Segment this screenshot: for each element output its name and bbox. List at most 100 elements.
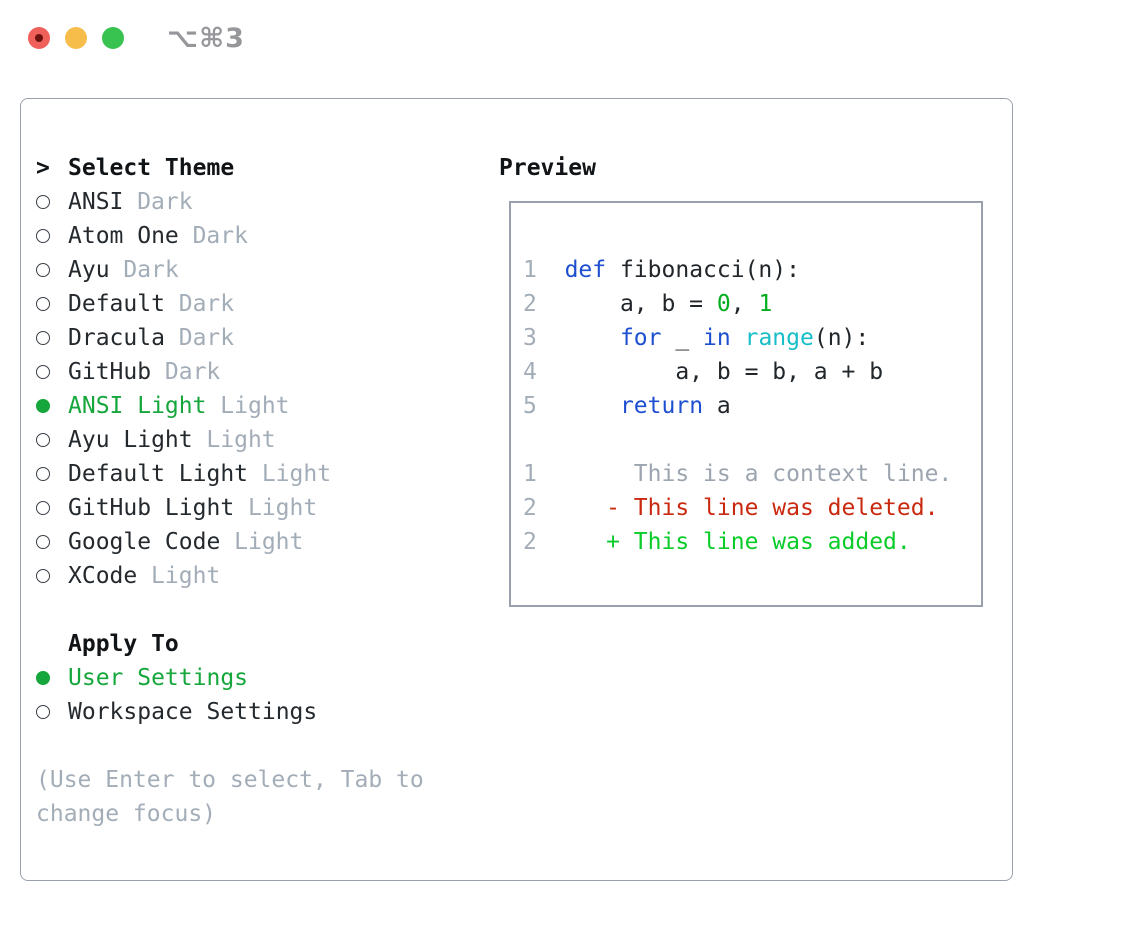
apply-option-workspace-settings[interactable]: Workspace Settings — [36, 695, 438, 729]
option-label: Workspace Settings — [68, 699, 318, 725]
option-label: Ayu Light — [68, 427, 193, 453]
theme-option-ansi-light[interactable]: ANSI Light Light — [36, 389, 438, 423]
code-token-lineno: 1 — [523, 461, 537, 487]
code-token-keyword: for — [619, 325, 662, 351]
option-tag: Light — [220, 393, 290, 419]
option-tag: Light — [261, 461, 332, 487]
code-line: 2 - This line was deleted. — [523, 491, 981, 525]
radio-unselected-icon — [36, 467, 68, 481]
select-theme-title: Select Theme — [68, 155, 235, 181]
code-token-lineno: 2 — [523, 529, 537, 555]
radio-unselected-icon — [36, 433, 68, 447]
code-token-text — [537, 495, 606, 521]
zoom-window-icon[interactable] — [102, 27, 124, 49]
apply-to-header: Apply To — [36, 627, 438, 661]
code-token-keyword: return — [619, 393, 704, 419]
option-label: GitHub Light — [68, 495, 235, 521]
option-tag: Dark — [178, 325, 235, 351]
code-line: 1 This is a context line. — [523, 457, 981, 491]
radio-unselected-icon — [36, 195, 68, 209]
code-token-keyword: in — [703, 325, 731, 351]
radio-unselected-icon — [36, 501, 68, 515]
option-tag: Light — [247, 495, 318, 521]
code-token-text: _ — [661, 325, 704, 351]
minimize-window-icon[interactable] — [65, 27, 87, 49]
code-token-text — [731, 325, 745, 351]
radio-dot — [36, 229, 50, 243]
preview-title: Preview — [499, 155, 596, 181]
code-token-text: (n): — [813, 325, 870, 351]
option-label: Dracula — [68, 325, 165, 351]
radio-selected-icon — [36, 671, 68, 685]
radio-dot — [36, 569, 50, 583]
code-token-text: a — [703, 393, 731, 419]
option-tag: Light — [151, 563, 221, 589]
code-token-lineno: 5 — [523, 393, 537, 419]
option-tag: Dark — [164, 359, 221, 385]
code-line: 3 for _ in range(n): — [523, 321, 981, 355]
radio-unselected-icon — [36, 535, 68, 549]
close-window-icon[interactable] — [28, 27, 50, 49]
radio-dot — [36, 331, 50, 345]
code-token-text — [537, 325, 565, 351]
code-token-text — [537, 257, 565, 283]
apply-to-title: Apply To — [68, 631, 179, 657]
radio-unselected-icon — [36, 263, 68, 277]
code-token-text — [537, 393, 565, 419]
radio-dot — [36, 705, 50, 719]
theme-option-github-light[interactable]: GitHub Light Light — [36, 491, 438, 525]
code-token-number: 0 — [716, 291, 731, 317]
code-token-lineno: 4 — [523, 359, 537, 385]
radio-dot — [36, 195, 50, 209]
code-token-deleted: - This line was deleted. — [606, 495, 939, 521]
theme-option-github[interactable]: GitHub Dark — [36, 355, 438, 389]
code-token-text — [565, 393, 620, 419]
radio-dot — [36, 263, 50, 277]
radio-dot — [36, 535, 50, 549]
radio-unselected-icon — [36, 569, 68, 583]
option-label: Google Code — [68, 529, 221, 555]
code-token-function: range — [744, 325, 814, 351]
option-tag: Dark — [178, 291, 235, 317]
option-tag: Dark — [192, 223, 248, 249]
option-label: ANSI Light — [68, 393, 207, 419]
cursor-col: > — [36, 155, 68, 181]
option-label: Default — [68, 291, 165, 317]
apply-option-user-settings[interactable]: User Settings — [36, 661, 438, 695]
radio-dot — [36, 467, 50, 481]
radio-selected-icon — [36, 399, 68, 413]
code-token-text — [537, 461, 634, 487]
code-token-context: This is a context line. — [633, 461, 953, 487]
radio-dot — [36, 297, 50, 311]
radio-unselected-icon — [36, 297, 68, 311]
code-line: 2 a, b = 0, 1 — [523, 287, 981, 321]
code-token-text — [565, 325, 620, 351]
radio-dot — [36, 433, 50, 447]
window-shortcut-label: ⌥⌘3 — [167, 22, 245, 54]
code-token-lineno: 3 — [523, 325, 537, 351]
option-tag: Dark — [123, 257, 179, 283]
code-line: 4 a, b = b, a + b — [523, 355, 981, 389]
radio-dot — [36, 501, 50, 515]
radio-unselected-icon — [36, 705, 68, 719]
option-label: GitHub — [68, 359, 152, 385]
code-line: 2 + This line was added. — [523, 525, 981, 559]
theme-option-default[interactable]: Default Dark — [36, 287, 438, 321]
code-token-lineno: 1 — [523, 257, 537, 283]
radio-unselected-icon — [36, 229, 68, 243]
theme-option-dracula[interactable]: Dracula Dark — [36, 321, 438, 355]
